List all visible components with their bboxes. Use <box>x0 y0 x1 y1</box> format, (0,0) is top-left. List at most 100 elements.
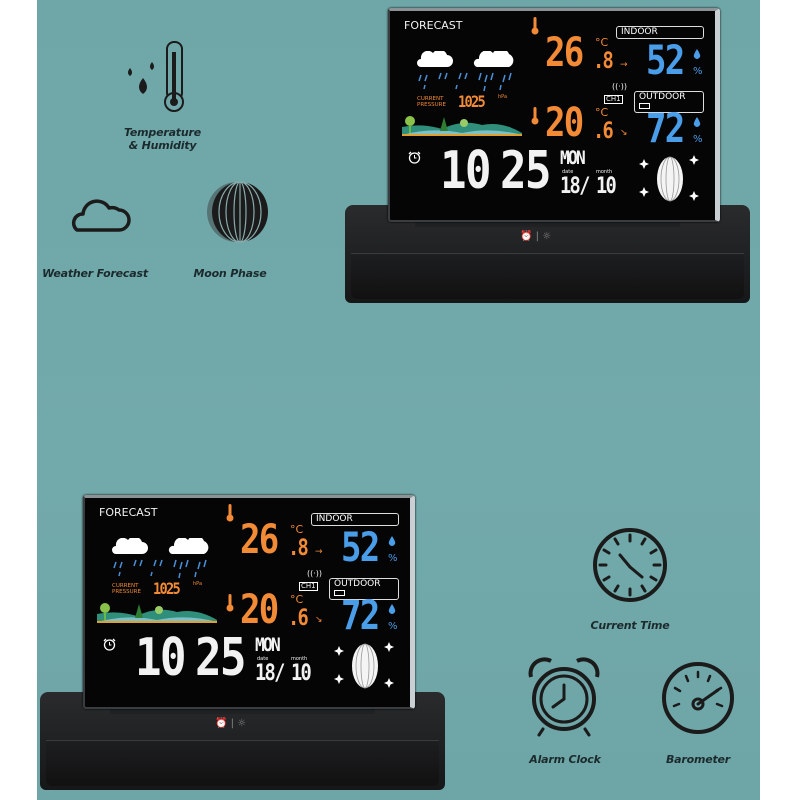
indoor-humidity: 52 <box>646 38 685 84</box>
temperature-unit: °C <box>290 523 304 536</box>
feature-label-alarm-clock: Alarm Clock <box>529 753 601 766</box>
channel-indicator: CH1 <box>604 95 623 104</box>
weekday: MON <box>560 147 586 169</box>
trend-arrow-icon: ↘ <box>620 128 628 138</box>
indoor-temperature-int: 26 <box>240 517 279 563</box>
humidity-drop-icon <box>693 117 701 127</box>
indoor-temperature-dec: .8 <box>593 49 614 74</box>
trend-arrow-icon: → <box>620 60 628 70</box>
date-value: 18/ <box>255 661 285 686</box>
clock-icon <box>593 528 667 602</box>
pressure-unit: hPa <box>498 94 508 100</box>
outdoor-label-text: OUTDOOR <box>334 579 381 589</box>
humidity-unit: % <box>693 66 703 77</box>
battery-icon <box>334 589 345 596</box>
base-buttons[interactable]: ⏰ | ☼ <box>520 231 552 242</box>
feature-label-weather-forecast: Weather Forecast <box>42 267 148 280</box>
month-label: month <box>596 169 613 175</box>
outdoor-temperature-int: 20 <box>545 100 584 146</box>
trend-arrow-icon: → <box>315 547 323 557</box>
feature-label-barometer: Barometer <box>665 753 731 766</box>
indoor-temperature-int: 26 <box>545 30 584 76</box>
forecast-label: FORECAST <box>99 506 158 519</box>
base-buttons[interactable]: ⏰ | ☼ <box>215 718 247 729</box>
outdoor-label: OUTDOOR <box>329 578 399 600</box>
feature-label-current-time: Current Time <box>590 619 670 632</box>
time-hours: 10 <box>440 141 492 201</box>
base-front <box>46 740 439 786</box>
label-line: & Humidity <box>128 139 197 152</box>
rain-cloud-icon <box>112 538 209 579</box>
indoor-thermometer-icon <box>531 17 539 35</box>
outdoor-label-text: OUTDOOR <box>639 92 686 102</box>
time-minutes: 25 <box>500 141 552 201</box>
temperature-humidity-icon <box>128 41 184 112</box>
indoor-humidity: 52 <box>341 525 380 571</box>
outdoor-temperature-int: 20 <box>240 587 279 633</box>
humidity-drop-icon <box>388 536 396 546</box>
indoor-temperature-dec: .8 <box>288 536 309 561</box>
time-hours: 10 <box>135 628 187 688</box>
humidity-unit: % <box>388 553 398 564</box>
outdoor-thermometer-icon <box>531 107 539 125</box>
weekday: MON <box>255 634 281 656</box>
temperature-unit: °C <box>595 36 609 49</box>
signal-icon: ((·)) <box>612 82 628 91</box>
alarm-icon <box>408 151 421 164</box>
month-value: 10 <box>596 174 617 199</box>
light-button-icon[interactable]: ☼ <box>542 231 552 242</box>
humidity-drop-icon <box>388 604 396 614</box>
date-value: 18/ <box>560 174 590 199</box>
month-value: 10 <box>291 661 312 686</box>
indoor-label: INDOOR <box>311 513 399 526</box>
indoor-thermometer-icon <box>226 504 234 522</box>
date-label: date <box>562 169 574 175</box>
outdoor-temperature-dec: .6 <box>288 606 309 631</box>
alarm-snooze-button-icon[interactable]: ⏰ <box>520 231 533 242</box>
pressure-value: 1025 <box>458 92 486 111</box>
moon-phase-display-icon <box>639 155 699 202</box>
rain-cloud-icon <box>417 51 514 92</box>
outdoor-humidity: 72 <box>646 106 685 152</box>
pressure-label-line: PRESSURE <box>417 102 446 108</box>
pressure-value: 1025 <box>153 579 181 598</box>
time-minutes: 25 <box>195 628 247 688</box>
date-label: date <box>257 656 269 662</box>
landscape-graphic <box>97 603 217 623</box>
cloud-icon <box>71 199 131 232</box>
humidity-unit: % <box>388 621 398 632</box>
alarm-clock-icon <box>528 657 600 737</box>
indoor-label: INDOOR <box>616 26 704 39</box>
pressure-label-line: CURRENT <box>417 96 444 102</box>
moon-phase-display-icon <box>334 642 394 689</box>
feature-label-temperature-humidity: Temperature& Humidity <box>115 126 210 152</box>
outdoor-humidity: 72 <box>341 593 380 639</box>
month-label: month <box>291 656 308 662</box>
outdoor-temperature-dec: .6 <box>593 119 614 144</box>
pressure-label-line: CURRENT <box>112 583 139 589</box>
channel-indicator: CH1 <box>299 582 318 591</box>
pressure-unit: hPa <box>193 581 203 587</box>
light-button-icon[interactable]: ☼ <box>237 718 247 729</box>
trend-arrow-icon: ↘ <box>315 615 323 625</box>
landscape-graphic <box>402 116 522 136</box>
temperature-unit: °C <box>290 593 304 606</box>
moon-phase-icon <box>207 181 268 243</box>
feature-label-moon-phase: Moon Phase <box>193 267 267 280</box>
outdoor-label: OUTDOOR <box>634 91 704 113</box>
temperature-unit: °C <box>595 106 609 119</box>
signal-icon: ((·)) <box>307 569 323 578</box>
alarm-snooze-button-icon[interactable]: ⏰ <box>215 718 228 729</box>
humidity-unit: % <box>693 134 703 145</box>
barometer-icon <box>662 662 734 734</box>
pressure-label-line: PRESSURE <box>112 589 141 595</box>
outdoor-thermometer-icon <box>226 594 234 612</box>
alarm-icon <box>103 638 116 651</box>
forecast-label: FORECAST <box>404 19 463 32</box>
